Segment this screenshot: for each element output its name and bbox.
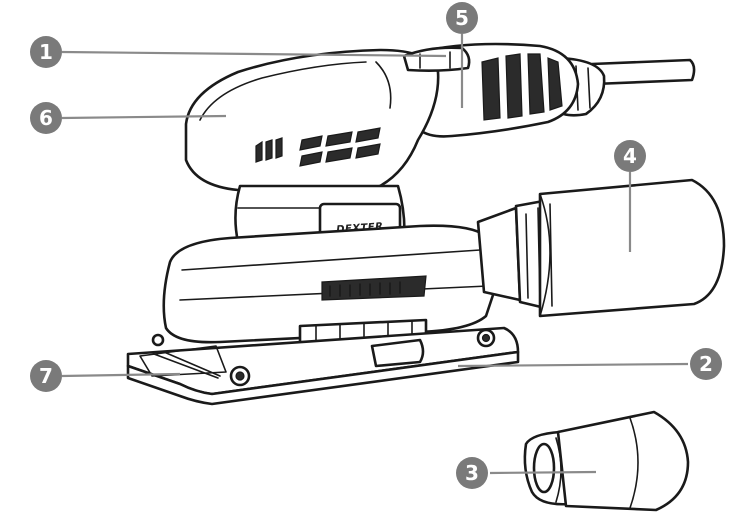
leader-lines — [61, 34, 689, 475]
callout-number: 3 — [465, 461, 479, 485]
callout-6: 6 — [30, 102, 62, 134]
clamp-lever — [370, 338, 425, 368]
callout-number: 2 — [699, 352, 713, 376]
callout-number: 4 — [623, 144, 637, 168]
dust-adapter — [523, 410, 690, 512]
leader-line-6 — [61, 114, 227, 120]
leader-line-7 — [61, 372, 181, 378]
grip-ridges — [481, 53, 563, 121]
callout-3: 3 — [456, 457, 488, 489]
callout-2: 2 — [690, 348, 722, 380]
callout-number: 1 — [39, 40, 53, 64]
paper-clamp-knobs — [151, 328, 496, 387]
callout-1: 1 — [30, 36, 62, 68]
callout-7: 7 — [30, 360, 62, 392]
body-vents — [255, 127, 381, 167]
callout-5: 5 — [446, 2, 478, 34]
callout-number: 5 — [455, 6, 469, 30]
callout-number: 7 — [39, 364, 53, 388]
leader-line-3 — [489, 470, 597, 475]
dust-box — [476, 178, 726, 318]
on-off-switch — [402, 46, 471, 72]
callout-number: 6 — [39, 106, 53, 130]
leader-line-2 — [457, 362, 689, 368]
leader-line-1 — [61, 50, 447, 58]
callout-4: 4 — [614, 140, 646, 172]
palm-grip-body — [184, 48, 440, 197]
